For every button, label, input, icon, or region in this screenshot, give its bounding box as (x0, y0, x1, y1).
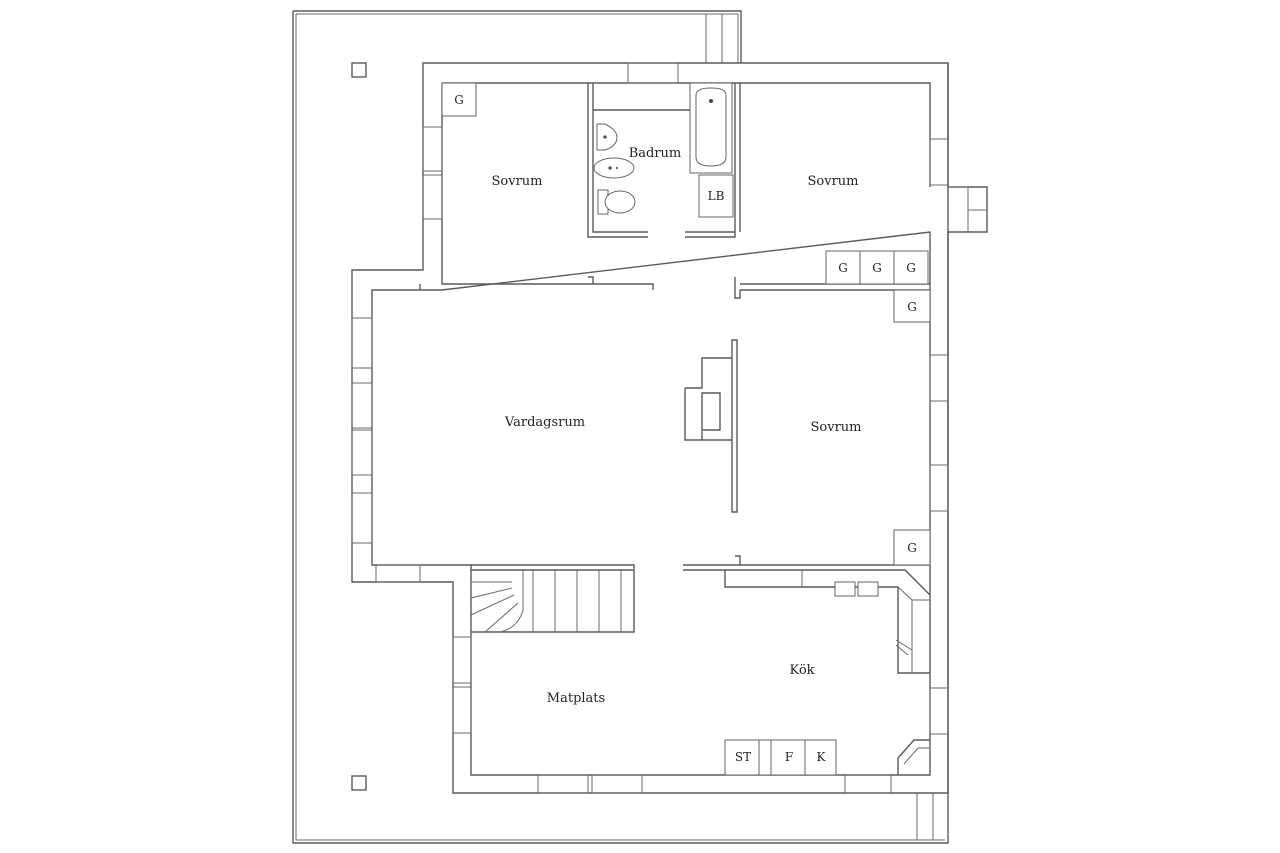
room-label-sovrum-e: Sovrum (811, 420, 862, 435)
bathroom-fixtures (593, 82, 734, 218)
wardrobe-label-ne-1: G (838, 261, 848, 275)
basin-drain (603, 135, 607, 139)
wardrobes (441, 82, 931, 566)
room-label-sovrum-nw: Sovrum (492, 174, 543, 189)
f-label: F (785, 750, 793, 764)
kitchen-appliances (724, 739, 837, 776)
exterior-walls (351, 62, 988, 794)
terrace-post-top (351, 62, 367, 78)
room-label-kok: Kök (789, 663, 814, 678)
room-label-matplats: Matplats (547, 691, 605, 706)
wardrobe-label-e-top: G (907, 300, 917, 314)
terrace-post-bottom (351, 775, 367, 791)
room-label-vardagsrum: Vardagsrum (504, 415, 585, 430)
k-label: K (817, 750, 827, 764)
st-label: ST (735, 750, 751, 764)
wardrobe-label-ne-3: G (906, 261, 916, 275)
wardrobe-label-nw: G (454, 93, 464, 107)
lb-label: LB (708, 189, 725, 203)
room-label-badrum: Badrum (629, 146, 682, 161)
lb-unit (698, 174, 734, 218)
wardrobe-label-ne-2: G (872, 261, 882, 275)
room-label-sovrum-ne: Sovrum (808, 174, 859, 189)
staircase (470, 570, 622, 633)
wardrobe-label-e-bottom: G (907, 541, 917, 555)
kitchen-counter (724, 569, 931, 775)
